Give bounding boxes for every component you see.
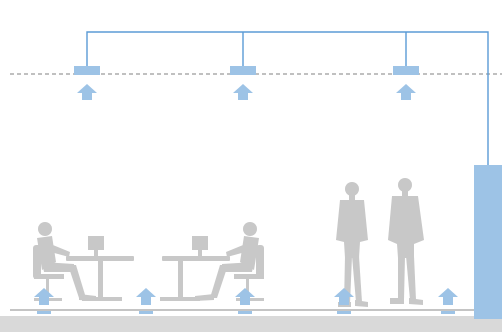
floor-slab <box>0 316 502 332</box>
up-arrow-icon <box>77 84 97 100</box>
up-arrow-icon <box>34 288 54 305</box>
standing-person-icon <box>336 182 368 307</box>
supply-duct <box>86 31 489 165</box>
floor-outlet <box>238 311 252 314</box>
ceiling-diffuser <box>230 66 256 75</box>
seated-person-at-desk-icon <box>160 222 264 301</box>
floor-outlet <box>441 311 455 314</box>
ceiling-diffuser <box>74 66 100 75</box>
up-arrow-icon <box>334 288 354 305</box>
floor-outlet <box>337 311 351 314</box>
ceiling-diffuser <box>393 66 419 75</box>
up-arrow-icon <box>136 288 156 305</box>
up-arrow-icon <box>438 288 458 305</box>
up-arrow-icon <box>233 84 253 100</box>
seated-person-at-desk-icon <box>33 222 134 301</box>
standing-person-icon <box>388 178 424 305</box>
up-arrow-icon <box>396 84 416 100</box>
floor-outlet <box>37 311 51 314</box>
floor-outlet <box>139 311 153 314</box>
supply-riser <box>474 165 502 319</box>
duct-main-run <box>86 31 489 165</box>
up-arrow-icon <box>235 288 255 305</box>
